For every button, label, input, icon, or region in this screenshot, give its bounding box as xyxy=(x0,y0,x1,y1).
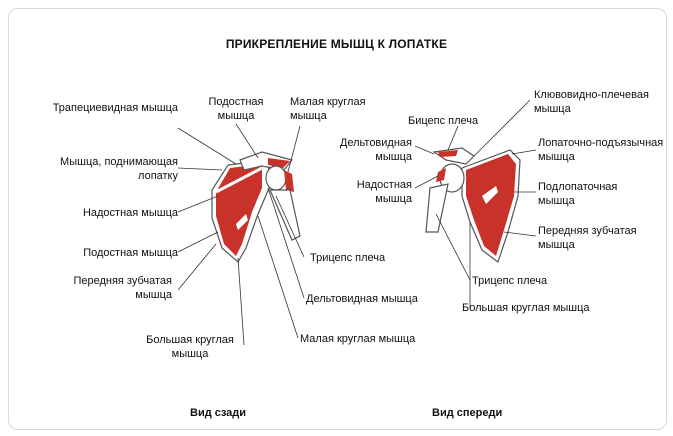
label-infraspinatus-top: Подостная мышца xyxy=(196,95,276,123)
label-triceps-front: Трицепс плеча xyxy=(472,274,547,288)
back-teres-minor-attachment xyxy=(284,170,294,192)
label-teres-major-front: Большая круглая мышца xyxy=(462,301,590,315)
label-infraspinatus-left: Подостная мышца xyxy=(40,246,178,260)
label-supraspinatus-back: Надостная мышца xyxy=(40,206,178,220)
label-triceps-back: Трицепс плеча xyxy=(310,251,385,265)
label-serratus-back: Передняя зубчатая мышца xyxy=(40,274,172,302)
label-omohyoid: Лопаточно-подъязычная мышца xyxy=(538,136,666,164)
label-supraspinatus-front: Надостная мышца xyxy=(330,178,412,206)
scapula-front-view xyxy=(426,148,520,262)
label-trapezius: Трапециевидная мышца xyxy=(40,101,178,115)
label-teres-minor-top: Малая круглая мышца xyxy=(290,95,386,123)
front-muscle-area-main xyxy=(466,154,516,256)
back-humeral-head xyxy=(266,166,286,190)
caption-back-view: Вид сзади xyxy=(190,407,246,419)
label-teres-major-back: Большая круглая мышца xyxy=(130,333,250,361)
label-biceps: Бицепс плеча xyxy=(408,114,478,128)
caption-front-view: Вид спереди xyxy=(432,407,502,419)
label-deltoid-front: Дельтовидная мышца xyxy=(316,136,412,164)
label-subscapularis: Подлопаточная мышца xyxy=(538,180,648,208)
label-serratus-front: Передняя зубчатая мышца xyxy=(538,224,648,252)
label-teres-minor-bottom: Малая круглая мышца xyxy=(300,332,415,346)
label-levator-scapulae: Мышца, поднимающая лопатку xyxy=(20,155,178,183)
label-deltoid-back: Дельтовидная мышца xyxy=(306,292,418,306)
front-humerus xyxy=(426,184,448,232)
label-coracobrachialis: Клювовидно-плечевая мышца xyxy=(534,88,652,116)
